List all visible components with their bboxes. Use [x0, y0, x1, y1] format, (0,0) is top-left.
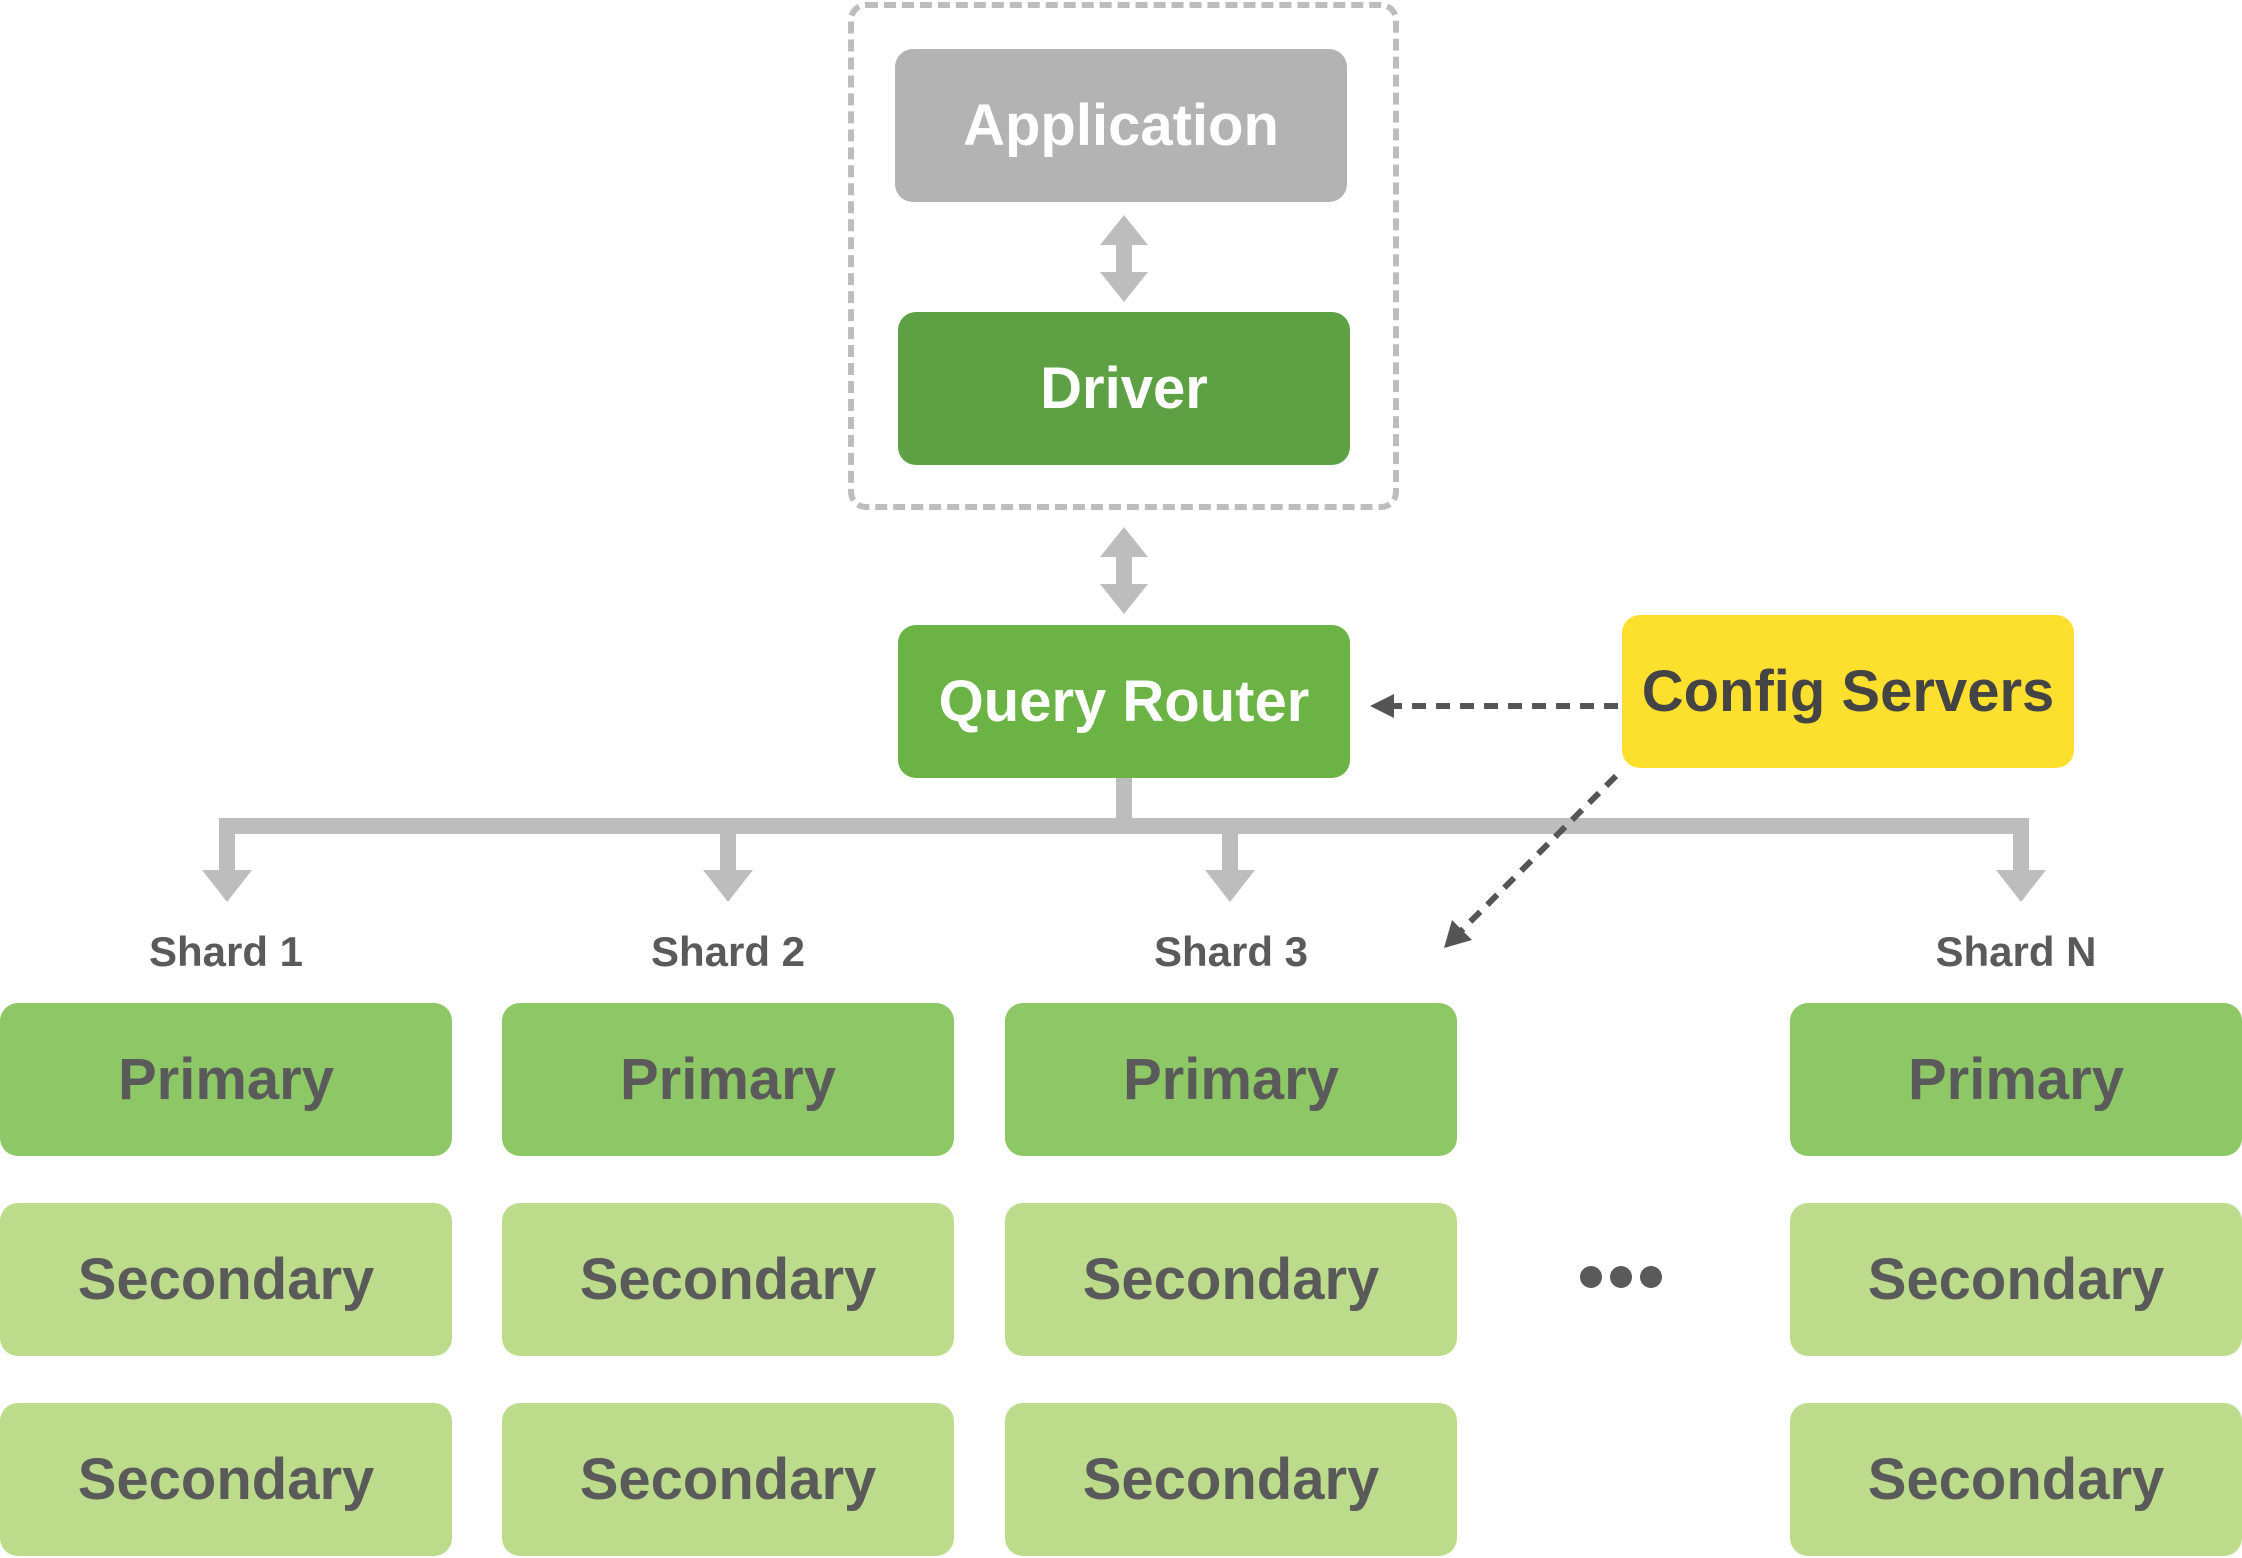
query-router-label: Query Router — [938, 669, 1310, 734]
config-servers-box: Config Servers — [1622, 615, 2074, 768]
driver-label: Driver — [1040, 356, 1208, 421]
shard-label: Shard 1 — [148, 928, 304, 975]
secondary-label: Secondary — [1867, 1447, 2165, 1512]
config-dashed-arrows — [1370, 694, 1619, 948]
shard-1-primary: Primary — [0, 1003, 452, 1156]
application-box: Application — [895, 49, 1347, 202]
shard-n-secondary: Secondary — [1790, 1203, 2242, 1356]
secondary-label: Secondary — [77, 1247, 375, 1312]
shard-3-primary: Primary — [1005, 1003, 1457, 1156]
application-label: Application — [963, 93, 1279, 158]
secondary-label: Secondary — [579, 1447, 877, 1512]
shard-3-secondary: Secondary — [1005, 1203, 1457, 1356]
shard-1-secondary: Secondary — [0, 1403, 452, 1556]
client-group-frame — [848, 2, 1399, 510]
primary-label: Primary — [117, 1047, 335, 1112]
secondary-label: Secondary — [1082, 1447, 1380, 1512]
app-driver-arrow — [1100, 215, 1148, 302]
shard-2-primary: Primary — [502, 1003, 954, 1156]
shard-3-secondary: Secondary — [1005, 1403, 1457, 1556]
primary-label: Primary — [1907, 1047, 2125, 1112]
shard-n-primary: Primary — [1790, 1003, 2242, 1156]
secondary-label: Secondary — [579, 1247, 877, 1312]
shard-label: Shard 3 — [1153, 928, 1309, 975]
primary-label: Primary — [619, 1047, 837, 1112]
query-router-box: Query Router — [898, 625, 1350, 778]
shard-2-secondary: Secondary — [502, 1203, 954, 1356]
driver-box: Driver — [898, 312, 1350, 465]
driver-router-arrow — [1100, 527, 1148, 614]
shard-2-secondary: Secondary — [502, 1403, 954, 1556]
secondary-label: Secondary — [1082, 1247, 1380, 1312]
shard-1-secondary: Secondary — [0, 1203, 452, 1356]
shard-n-secondary: Secondary — [1790, 1403, 2242, 1556]
shard-label: Shard 2 — [650, 928, 806, 975]
secondary-label: Secondary — [77, 1447, 375, 1512]
router-shard-tree — [202, 778, 2046, 902]
primary-label: Primary — [1122, 1047, 1340, 1112]
more-shards-ellipsis — [1580, 1266, 1662, 1288]
secondary-label: Secondary — [1867, 1247, 2165, 1312]
shard-label: Shard N — [1935, 928, 2097, 975]
config-servers-label: Config Servers — [1641, 659, 2055, 724]
